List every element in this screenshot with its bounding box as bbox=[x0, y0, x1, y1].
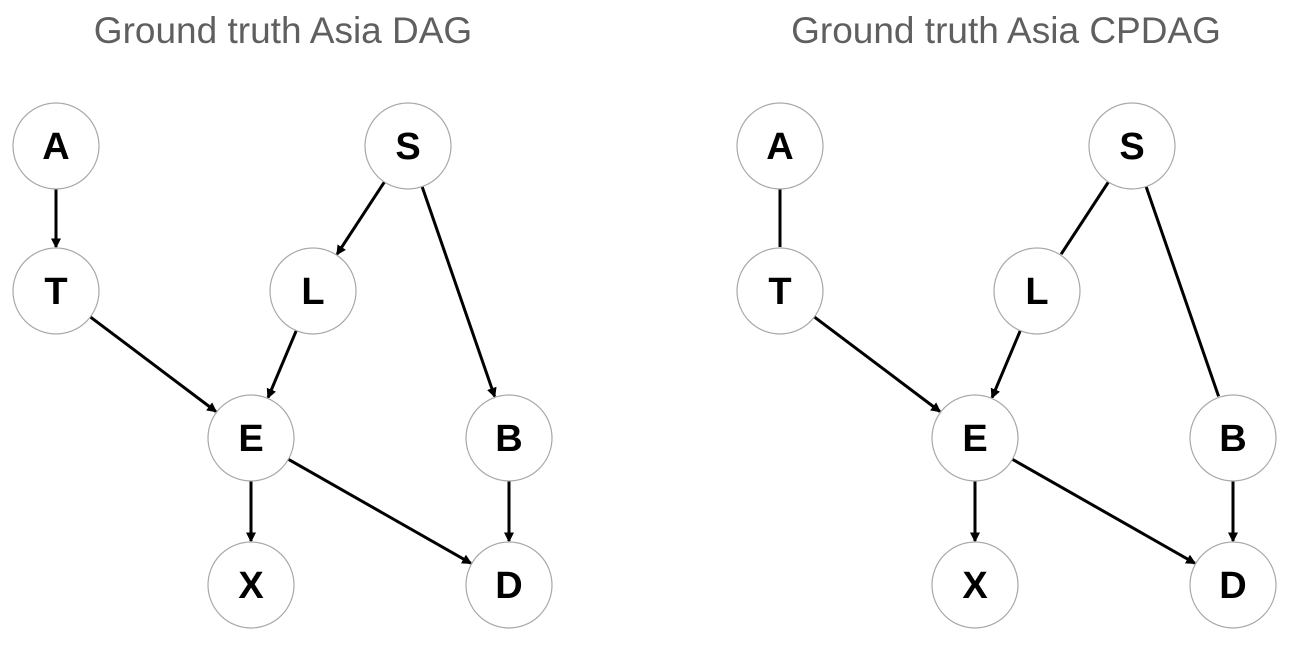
node-label: B bbox=[495, 418, 522, 460]
node-circle bbox=[931, 394, 1019, 482]
node-circle bbox=[364, 102, 452, 190]
node-e: E bbox=[207, 394, 295, 482]
node-circle bbox=[465, 541, 553, 629]
node-label: X bbox=[238, 565, 264, 607]
edge-s-b-undirected bbox=[1144, 186, 1221, 397]
edge-l-e-directed bbox=[990, 330, 1022, 399]
node-label: S bbox=[395, 126, 420, 168]
edge-l-e-directed bbox=[266, 330, 298, 399]
node-circle bbox=[736, 102, 824, 190]
node-circle bbox=[931, 541, 1019, 629]
edge-s-b-directed bbox=[420, 186, 497, 398]
node-s: S bbox=[364, 102, 452, 190]
node-a: A bbox=[736, 102, 824, 190]
node-t: T bbox=[736, 247, 824, 335]
node-label: S bbox=[1119, 126, 1144, 168]
node-l: L bbox=[269, 247, 357, 335]
node-label: D bbox=[495, 565, 522, 607]
node-b: B bbox=[1189, 394, 1277, 482]
node-label: E bbox=[238, 418, 263, 460]
node-label: T bbox=[44, 271, 67, 313]
node-label: L bbox=[301, 271, 324, 313]
node-label: D bbox=[1219, 565, 1246, 607]
node-circle bbox=[736, 247, 824, 335]
node-label: A bbox=[42, 126, 69, 168]
node-x: X bbox=[207, 541, 295, 629]
node-circle bbox=[269, 247, 357, 335]
edge-t-e-directed bbox=[89, 315, 218, 413]
cpdag-panel-title: Ground truth Asia CPDAG bbox=[791, 10, 1221, 51]
node-label: T bbox=[768, 271, 791, 313]
node-s: S bbox=[1088, 102, 1176, 190]
edge-s-l-directed bbox=[335, 181, 386, 256]
node-circle bbox=[1088, 102, 1176, 190]
node-circle bbox=[12, 102, 100, 190]
node-label: X bbox=[962, 565, 988, 607]
node-b: B bbox=[465, 394, 553, 482]
node-circle bbox=[465, 394, 553, 482]
node-circle bbox=[993, 247, 1081, 335]
edge-t-e-directed bbox=[813, 315, 942, 413]
node-x: X bbox=[931, 541, 1019, 629]
node-label: E bbox=[962, 418, 987, 460]
node-label: A bbox=[766, 126, 793, 168]
node-l: L bbox=[993, 247, 1081, 335]
node-circle bbox=[207, 394, 295, 482]
node-d: D bbox=[1189, 541, 1277, 629]
edge-e-d-directed bbox=[287, 457, 473, 565]
node-label: L bbox=[1025, 271, 1048, 313]
node-a: A bbox=[12, 102, 100, 190]
node-circle bbox=[12, 247, 100, 335]
edge-s-l-undirected bbox=[1059, 181, 1110, 256]
node-t: T bbox=[12, 247, 100, 335]
edge-e-d-directed bbox=[1011, 457, 1197, 565]
node-circle bbox=[207, 541, 295, 629]
node-circle bbox=[1189, 394, 1277, 482]
dag-panel-title: Ground truth Asia DAG bbox=[93, 10, 473, 51]
node-e: E bbox=[931, 394, 1019, 482]
node-d: D bbox=[465, 541, 553, 629]
node-circle bbox=[1189, 541, 1277, 629]
node-label: B bbox=[1219, 418, 1246, 460]
